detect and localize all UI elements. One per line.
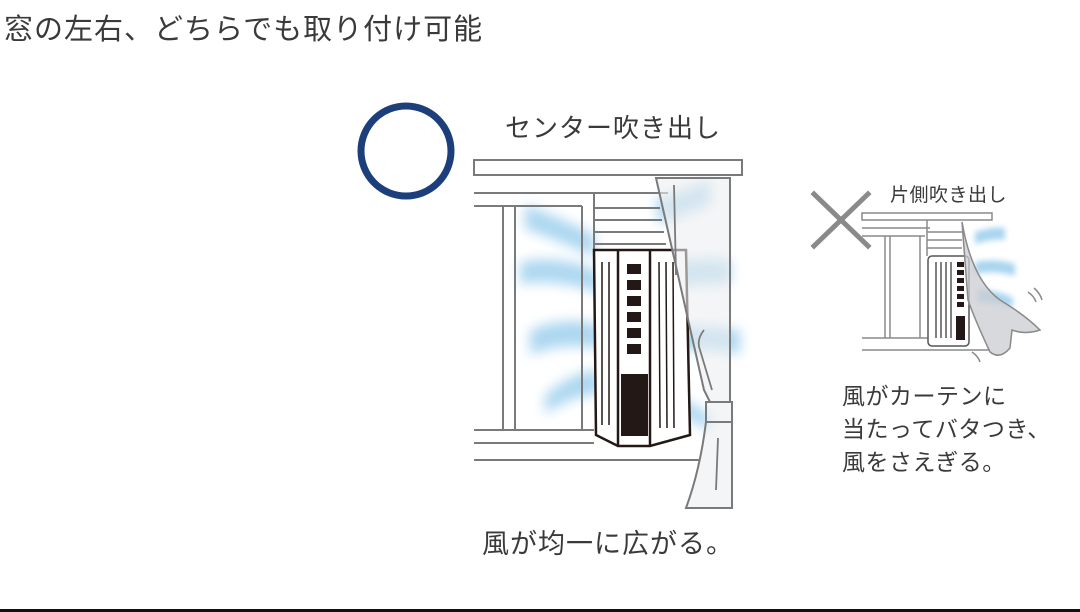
side-airflow-illustration — [861, 212, 1043, 363]
center-blow-caption: 風が均一に広がる。 — [482, 529, 734, 560]
center-airflow-illustration — [473, 159, 743, 509]
side-blow-caption-line: 風をさえぎる。 — [842, 450, 1006, 476]
bottom-divider — [0, 609, 1080, 612]
side-blow-caption-line: 風がカーテンに — [842, 384, 1007, 410]
center-blow-title: センター吹き出し — [505, 114, 722, 144]
side-blow-caption-line: 当たってバタつき、 — [842, 417, 1051, 443]
cross-mark-icon — [810, 190, 872, 250]
side-blow-caption: 風がカーテンに 当たってバタつき、 風をさえぎる。 — [842, 381, 1051, 480]
circle-mark-icon — [357, 102, 455, 200]
page-heading: 窓の左右、どちらでも取り付け可能 — [4, 12, 484, 46]
side-blow-title: 片側吹き出し — [890, 184, 1008, 206]
